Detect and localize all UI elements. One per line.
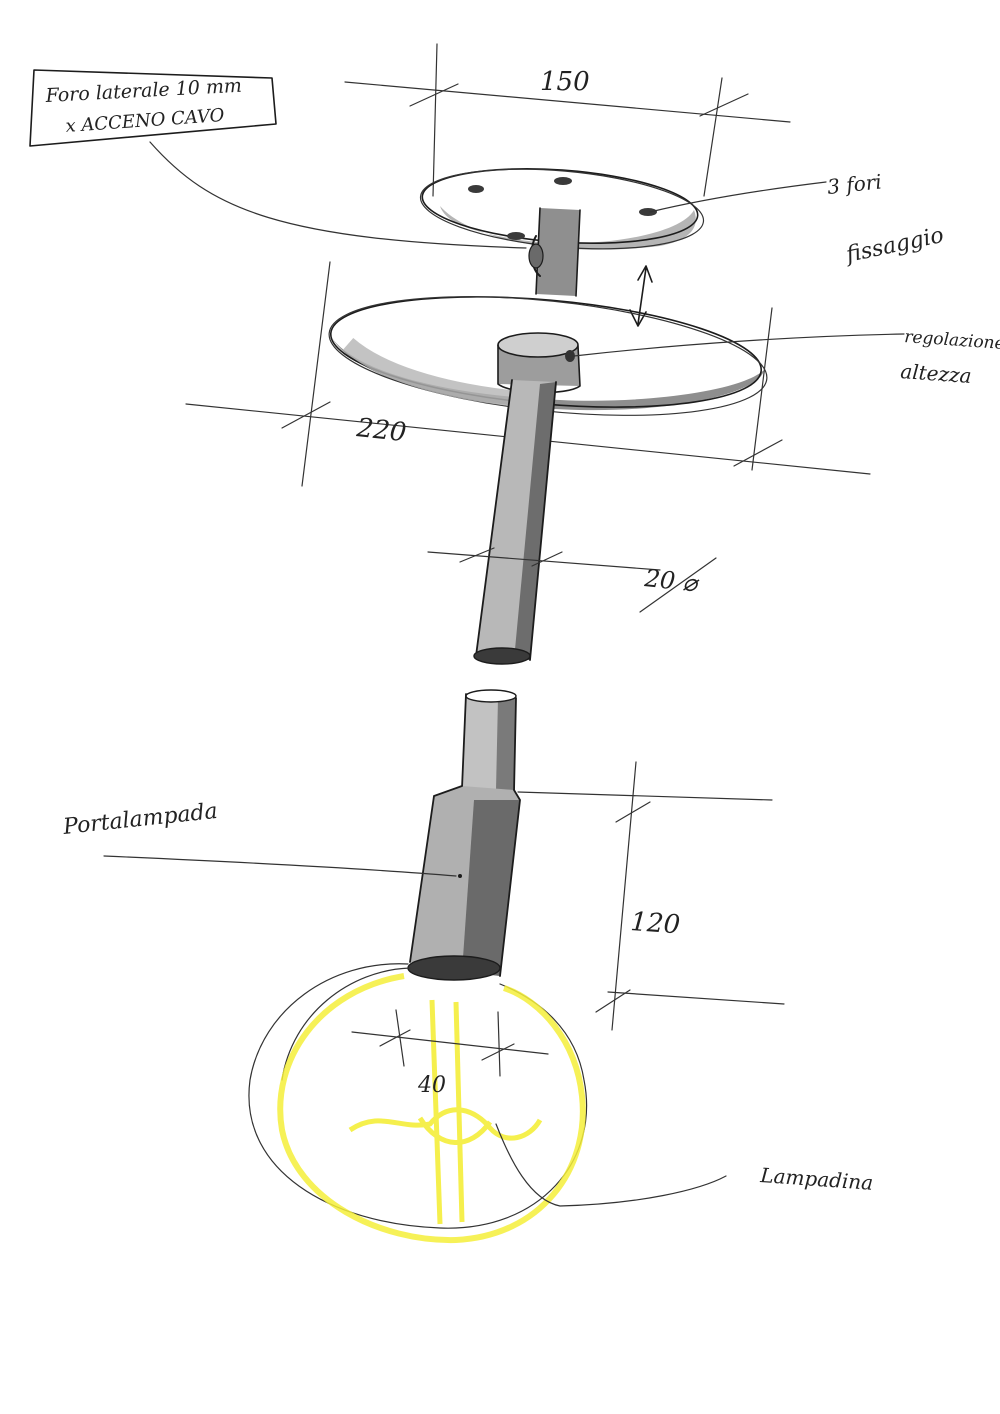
dim-canopy-label: 150 [540,67,590,97]
dimension-120: 120 [517,761,785,1031]
lamp-holder [407,689,521,981]
reg-line-1: regolazione [904,327,1000,354]
light-bulb [248,963,727,1244]
dimension-tube: 20 ⌀ [427,547,717,613]
fori-line-2: fissaggio [842,223,946,268]
lamp-holder-callout: Portalampada [61,799,457,877]
reg-line-2: altezza [900,359,973,388]
dim-bulb-label: 40 [417,1073,446,1098]
dim-tube-label: 20 ⌀ [642,564,701,598]
dim-disc-label: 220 [354,413,407,448]
note-line-1: Foro laterale 10 mm [44,75,242,107]
ceiling-canopy [419,168,705,297]
dimension-150: 150 [344,43,791,197]
dimension-220: 220 [185,261,871,487]
note-line-2: x ACCENO CAVO [65,105,225,137]
fori-line-1: 3 fori [826,169,883,199]
note-leader-line [149,141,527,249]
main-tube [473,379,557,665]
portalampada-label: Portalampada [61,799,219,840]
lampadina-label: Lampadina [759,1163,874,1195]
adjustment-collar [497,332,581,394]
fixing-holes [468,177,657,240]
bulb-filament [348,999,543,1225]
dimension-40: 40 [351,1009,549,1098]
height-adjust-callout: regolazione altezza [573,327,1000,388]
dim-holder-label: 120 [630,907,682,940]
